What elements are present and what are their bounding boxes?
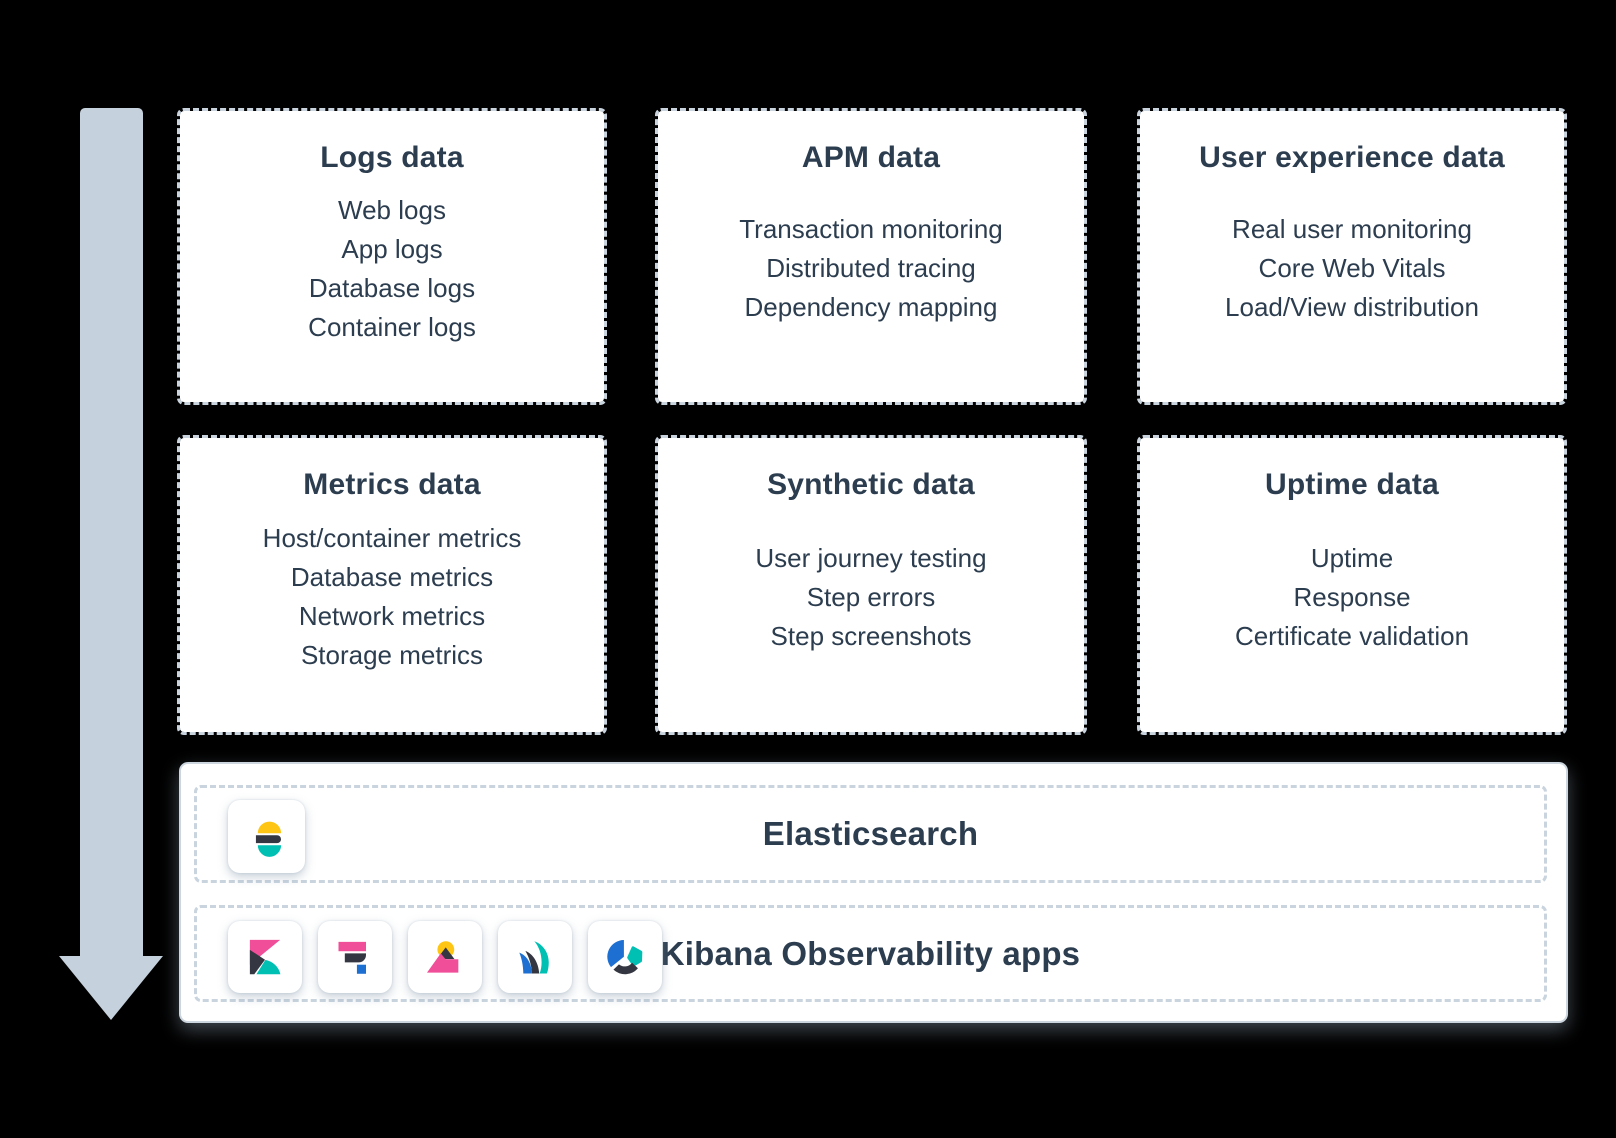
logo-part-blue xyxy=(356,964,366,974)
card-item: Response xyxy=(1293,581,1411,612)
card-item: User journey testing xyxy=(755,542,987,573)
card-item: Core Web Vitals xyxy=(1258,253,1446,283)
card-synthetic-data: Synthetic data User journey testing Step… xyxy=(655,435,1087,735)
apm-app-icon xyxy=(338,941,366,974)
card-item: Web logs xyxy=(338,194,446,225)
logo-part-dark xyxy=(255,834,281,843)
logo-part-teal xyxy=(256,959,281,975)
card-item: Storage metrics xyxy=(300,640,484,670)
card-item: Step errors xyxy=(806,581,936,612)
card-apm-data: APM data Transaction monitoring Distribu… xyxy=(655,108,1087,405)
kibana-row: Kibana Observability apps xyxy=(194,905,1547,1002)
kibana-tile xyxy=(228,921,302,993)
card-item: Load/View distribution xyxy=(1225,292,1479,322)
logo-part-blue xyxy=(519,952,532,974)
metrics-tile xyxy=(498,921,572,993)
card-uptime-data: Uptime data Uptime Response Certificate … xyxy=(1137,435,1567,735)
card-item: App logs xyxy=(341,233,443,264)
uptime-tile xyxy=(408,921,482,993)
card-items: User journey testing Step errors Step sc… xyxy=(668,502,1074,692)
card-item: Host/container metrics xyxy=(262,523,522,553)
card-items: Host/container metrics Database metrics … xyxy=(190,502,594,692)
card-item: Database logs xyxy=(308,272,476,303)
card-title: Synthetic data xyxy=(767,468,975,501)
logo-part-dark xyxy=(613,962,638,975)
elasticsearch-label: Elasticsearch xyxy=(762,815,979,852)
logo-part-pink xyxy=(338,941,366,952)
card-item: Database metrics xyxy=(290,562,494,592)
card-title: Uptime data xyxy=(1265,468,1439,501)
card-item: Dependency mapping xyxy=(744,292,998,322)
elastic-stack-box: Elasticsearch xyxy=(179,762,1568,1023)
card-item: Real user monitoring xyxy=(1232,214,1472,244)
data-flow-arrow-shaft xyxy=(80,108,143,957)
card-title: Logs data xyxy=(320,141,464,174)
elasticsearch-logo xyxy=(255,821,281,857)
elasticsearch-tile xyxy=(228,800,305,873)
card-item: Container logs xyxy=(308,311,476,342)
card-item: Step screenshots xyxy=(770,620,972,651)
kibana-apps-label: Kibana Observability apps xyxy=(660,934,1081,972)
metrics-app-icon xyxy=(519,941,549,974)
logo-part-teal xyxy=(257,844,281,857)
logo-part-blue xyxy=(607,939,624,968)
card-metrics-data: Metrics data Host/container metrics Data… xyxy=(177,435,607,735)
card-item: Distributed tracing xyxy=(766,253,976,283)
card-item: Uptime xyxy=(1310,542,1394,573)
logo-part-pink xyxy=(426,953,459,973)
observability-app-icon xyxy=(607,939,643,975)
logo-part-yellow xyxy=(257,821,281,833)
card-user-experience-data: User experience data Real user monitorin… xyxy=(1137,108,1567,405)
card-title: User experience data xyxy=(1199,141,1505,174)
card-logs-data: Logs data Web logs App logs Database log… xyxy=(177,108,607,405)
apm-tile xyxy=(318,921,392,993)
card-items: Web logs App logs Database logs Containe… xyxy=(190,175,594,362)
card-items: Real user monitoring Core Web Vitals Loa… xyxy=(1150,175,1554,362)
observability-tile xyxy=(588,921,662,993)
card-item: Certificate validation xyxy=(1234,620,1470,651)
card-title: APM data xyxy=(801,141,941,174)
arrow-down-icon xyxy=(59,956,163,1020)
card-item: Transaction monitoring xyxy=(739,214,1003,244)
card-title: Metrics data xyxy=(303,468,481,501)
card-item: Network metrics xyxy=(298,601,486,631)
kibana-logo xyxy=(249,939,281,975)
logo-part-dark xyxy=(249,949,265,975)
logo-part-teal xyxy=(627,946,643,967)
card-items: Transaction monitoring Distributed traci… xyxy=(668,175,1074,362)
elasticsearch-row: Elasticsearch xyxy=(194,785,1547,883)
logo-part-teal xyxy=(534,941,549,974)
uptime-app-icon xyxy=(426,941,459,973)
card-items: Uptime Response Certificate validation xyxy=(1150,502,1554,692)
logo-part-dark xyxy=(525,950,540,974)
logo-part-dark xyxy=(344,953,366,963)
